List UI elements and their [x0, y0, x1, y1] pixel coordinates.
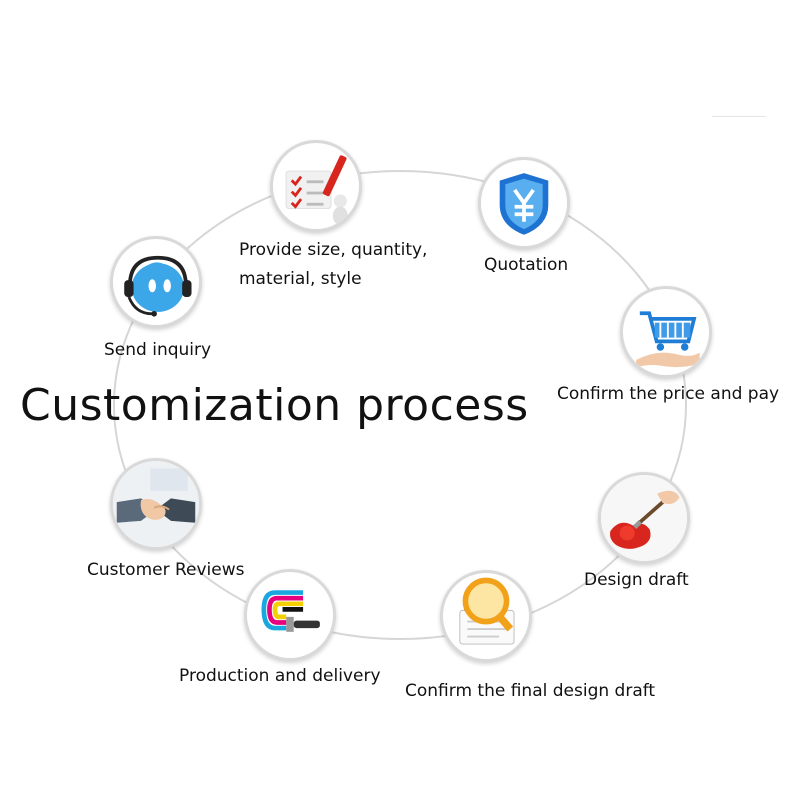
color-brush-icon: [261, 590, 320, 632]
step-customer-reviews: [110, 458, 202, 550]
paint-brush-icon: [601, 475, 687, 561]
step-confirm-price-pay: [620, 286, 712, 378]
yuan-shield-icon: [499, 173, 549, 235]
diagram-title: Customization process: [20, 380, 529, 431]
step-production-delivery: [244, 569, 336, 661]
step-quotation: [478, 157, 570, 249]
headset-mascot-icon: [124, 255, 192, 317]
step-confirm-final-draft: [440, 570, 532, 662]
step-design-draft: [598, 472, 690, 564]
step-label-confirm-final-draft: Confirm the final design draft: [405, 681, 656, 701]
step-provide-details: [270, 140, 362, 232]
corner-divider: [712, 116, 766, 117]
step-label-provide-details: Provide size, quantity, material, style: [239, 240, 428, 289]
step-label-quotation: Quotation: [484, 255, 569, 275]
step-label-design-draft: Design draft: [584, 570, 689, 590]
handshake-icon: [113, 461, 199, 547]
magnifier-notebook-icon: [459, 577, 515, 645]
checklist-pencil-icon: [285, 155, 348, 226]
shopping-cart-hand-icon: [636, 311, 700, 368]
step-label-confirm-price-pay: Confirm the price and pay: [557, 384, 780, 404]
step-send-inquiry: [110, 236, 202, 328]
step-label-production-delivery: Production and delivery: [179, 666, 381, 686]
step-label-send-inquiry: Send inquiry: [104, 340, 212, 360]
step-label-customer-reviews: Customer Reviews: [87, 560, 245, 580]
